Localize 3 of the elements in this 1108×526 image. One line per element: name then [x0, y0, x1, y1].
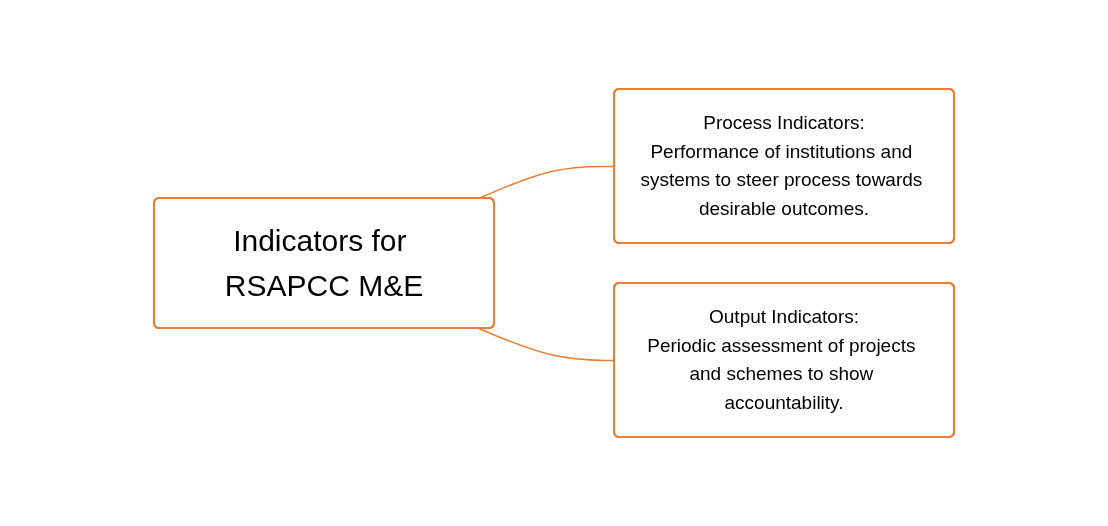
node-text: Output Indicators: Periodic assessment of projects and schemes to show accountability. [647, 306, 916, 413]
node-text: Process Indicators: Performance of institutions and systems to steer process towards desirable outcomes. [640, 112, 923, 219]
node-text: Indicators for RSAPCC M&E [224, 224, 424, 302]
